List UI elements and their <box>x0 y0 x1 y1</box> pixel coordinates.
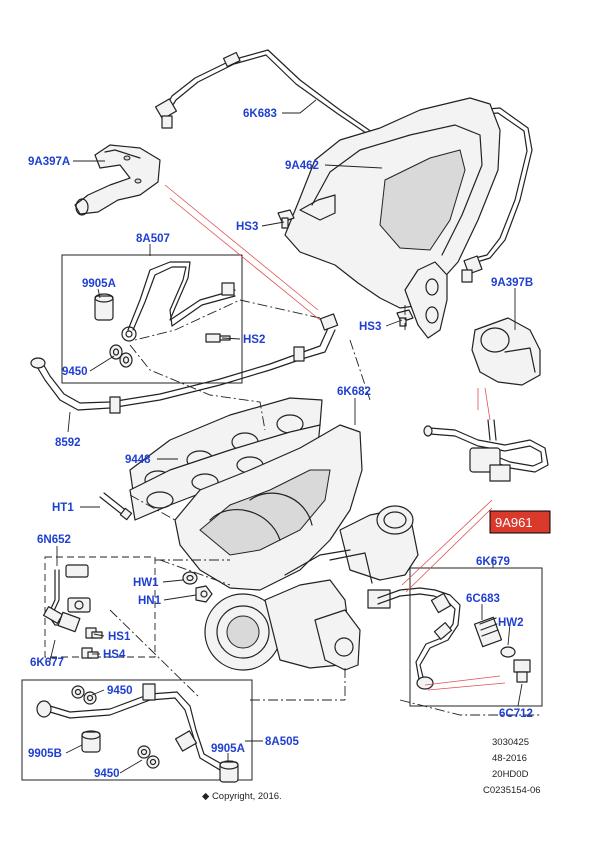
fitting-6c683 <box>473 616 503 648</box>
nut-hn1 <box>195 585 213 603</box>
label-hs3-lower: HS3 <box>359 321 381 333</box>
label-6k682: 6K682 <box>337 386 371 398</box>
label-9905b: 9905B <box>28 748 62 760</box>
label-8a507: 8A507 <box>136 233 170 245</box>
group-box-8a507 <box>61 254 243 384</box>
label-hn1: HN1 <box>138 595 162 607</box>
hose-9905a-top <box>94 293 114 321</box>
label-9a961: 9A961 <box>495 515 533 530</box>
bolt-hs3-upper <box>277 209 295 229</box>
label-9a397a: 9A397A <box>28 156 70 168</box>
drain-tube-6n652 <box>42 564 91 633</box>
doc-code-3: 20HD0D <box>492 769 529 780</box>
highlight-badge-9a961: 9A961 <box>489 510 551 534</box>
doc-code-1: 3030425 <box>492 737 529 748</box>
bolts-hs1-hs4 <box>81 627 103 659</box>
label-9905a-bl: 9905A <box>211 743 245 755</box>
label-9a462: 9A462 <box>285 160 319 172</box>
label-9450-top: 9450 <box>62 366 88 378</box>
label-6n652: 6N652 <box>37 534 71 546</box>
doc-code-4: C0235154-06 <box>483 785 541 796</box>
coolant-pipe-8a507 <box>121 261 236 342</box>
oil-return-pipe-6k679 <box>377 587 461 690</box>
coolant-pipe-8a505 <box>36 683 228 774</box>
label-hs3-upper: HS3 <box>236 221 258 233</box>
label-9a397b: 9A397B <box>491 277 533 289</box>
insulator-9a397b <box>471 317 541 386</box>
label-6c712: 6C712 <box>499 708 533 720</box>
hose-9905a-bl <box>219 760 239 783</box>
label-hs2: HS2 <box>243 334 265 346</box>
washer-hw2 <box>500 646 516 658</box>
bolt-hs3-lower <box>396 309 414 327</box>
stud-ht1 <box>99 492 133 521</box>
label-8a505: 8A505 <box>265 736 299 748</box>
group-box-8a505 <box>21 679 253 781</box>
doc-code-2: 48-2016 <box>492 753 527 764</box>
copyright-text: ◆ Copyright, 2016. <box>202 791 282 802</box>
label-hw1: HW1 <box>133 577 159 589</box>
label-9450-bl: 9450 <box>107 685 133 697</box>
part-labels: 6K683 9A397A 9A462 HS3 8A507 9905A 9450 … <box>28 108 533 780</box>
valve-9a961 <box>423 419 549 482</box>
exhaust-manifold-6k682 <box>174 424 363 591</box>
leader-lines <box>49 99 523 774</box>
label-6c683: 6C683 <box>466 593 500 605</box>
highlight-badge-bg <box>489 510 551 534</box>
washer-hw1 <box>182 571 198 585</box>
label-9448: 9448 <box>125 454 151 466</box>
highlight-callout-lines <box>164 184 506 691</box>
label-hw2: HW2 <box>498 617 524 629</box>
group-box-6n652 <box>44 556 156 658</box>
label-6k677: 6K677 <box>30 657 64 669</box>
label-9905a-top: 9905A <box>82 278 116 290</box>
pipe-8592 <box>30 313 339 414</box>
washers-9450-bl <box>71 685 97 705</box>
washers-9450-top <box>109 344 133 368</box>
assembly-dashed-lines <box>109 299 542 716</box>
group-box-6k679 <box>409 567 543 707</box>
label-8592: 8592 <box>55 437 81 449</box>
turbocharger <box>204 505 419 671</box>
footer: ◆ Copyright, 2016. 3030425 48-2016 20HD0… <box>202 737 541 802</box>
label-hs1: HS1 <box>108 631 131 643</box>
label-ht1: HT1 <box>52 502 74 514</box>
heat-shield-9a462 <box>284 97 501 339</box>
label-9450-bl2: 9450 <box>94 768 120 780</box>
label-6k679: 6K679 <box>476 556 510 568</box>
label-hs4: HS4 <box>103 649 126 661</box>
washers-9450-bl2 <box>137 745 160 769</box>
hose-9905b <box>81 730 101 753</box>
label-6k683: 6K683 <box>243 108 277 120</box>
insulator-9a397a <box>74 144 161 216</box>
banjo-bolt-6c712 <box>513 659 531 683</box>
